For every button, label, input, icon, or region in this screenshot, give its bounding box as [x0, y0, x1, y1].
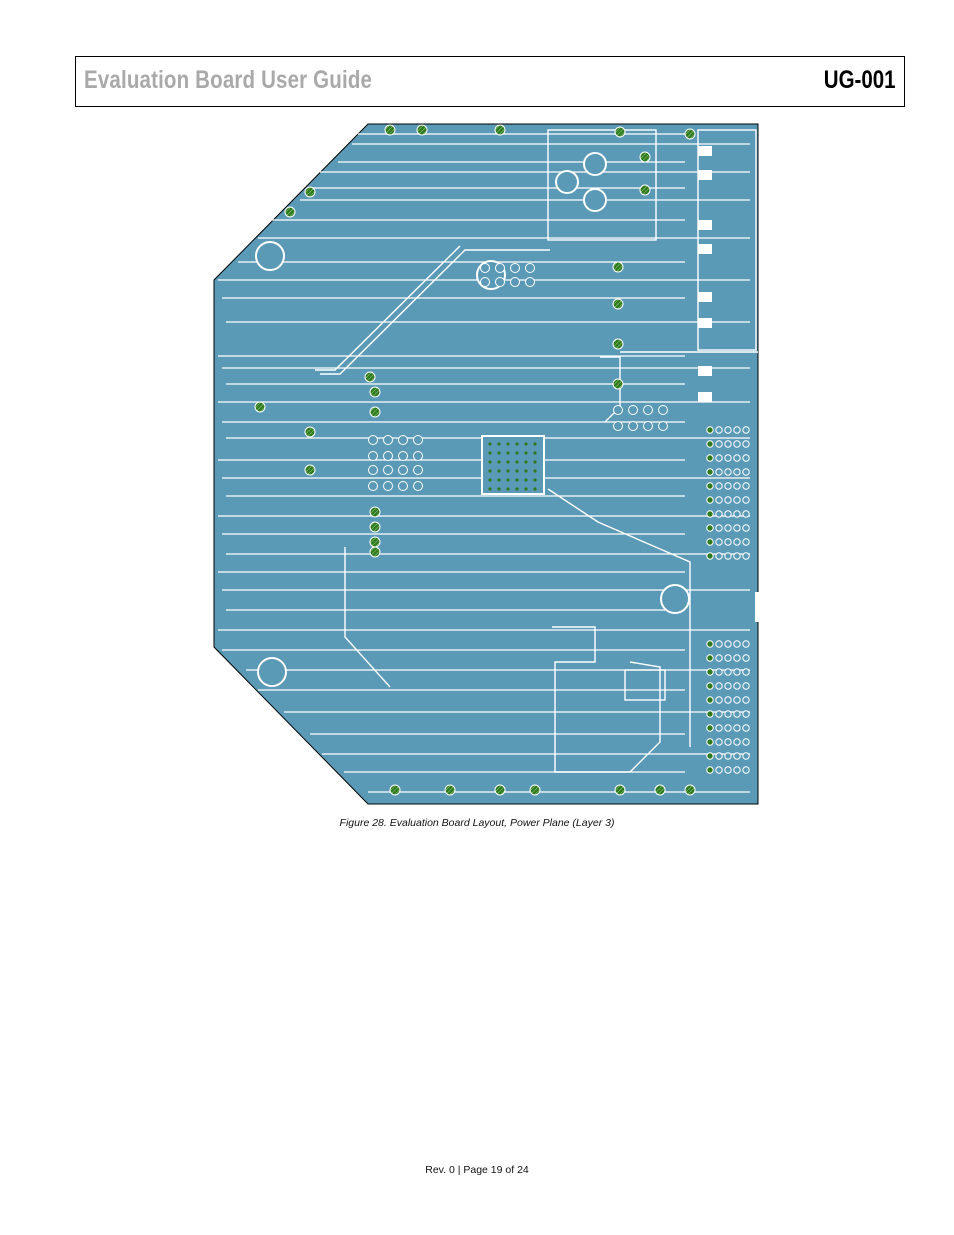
page-footer: Rev. 0 | Page 19 of 24 [425, 1164, 529, 1176]
document-title: Evaluation Board User Guide [84, 66, 373, 94]
pcb-power-plane-figure [213, 123, 760, 805]
page-header: Evaluation Board User Guide UG-001 [75, 56, 905, 107]
figure-caption: Figure 28. Evaluation Board Layout, Powe… [339, 817, 615, 829]
document-code: UG-001 [824, 66, 896, 94]
